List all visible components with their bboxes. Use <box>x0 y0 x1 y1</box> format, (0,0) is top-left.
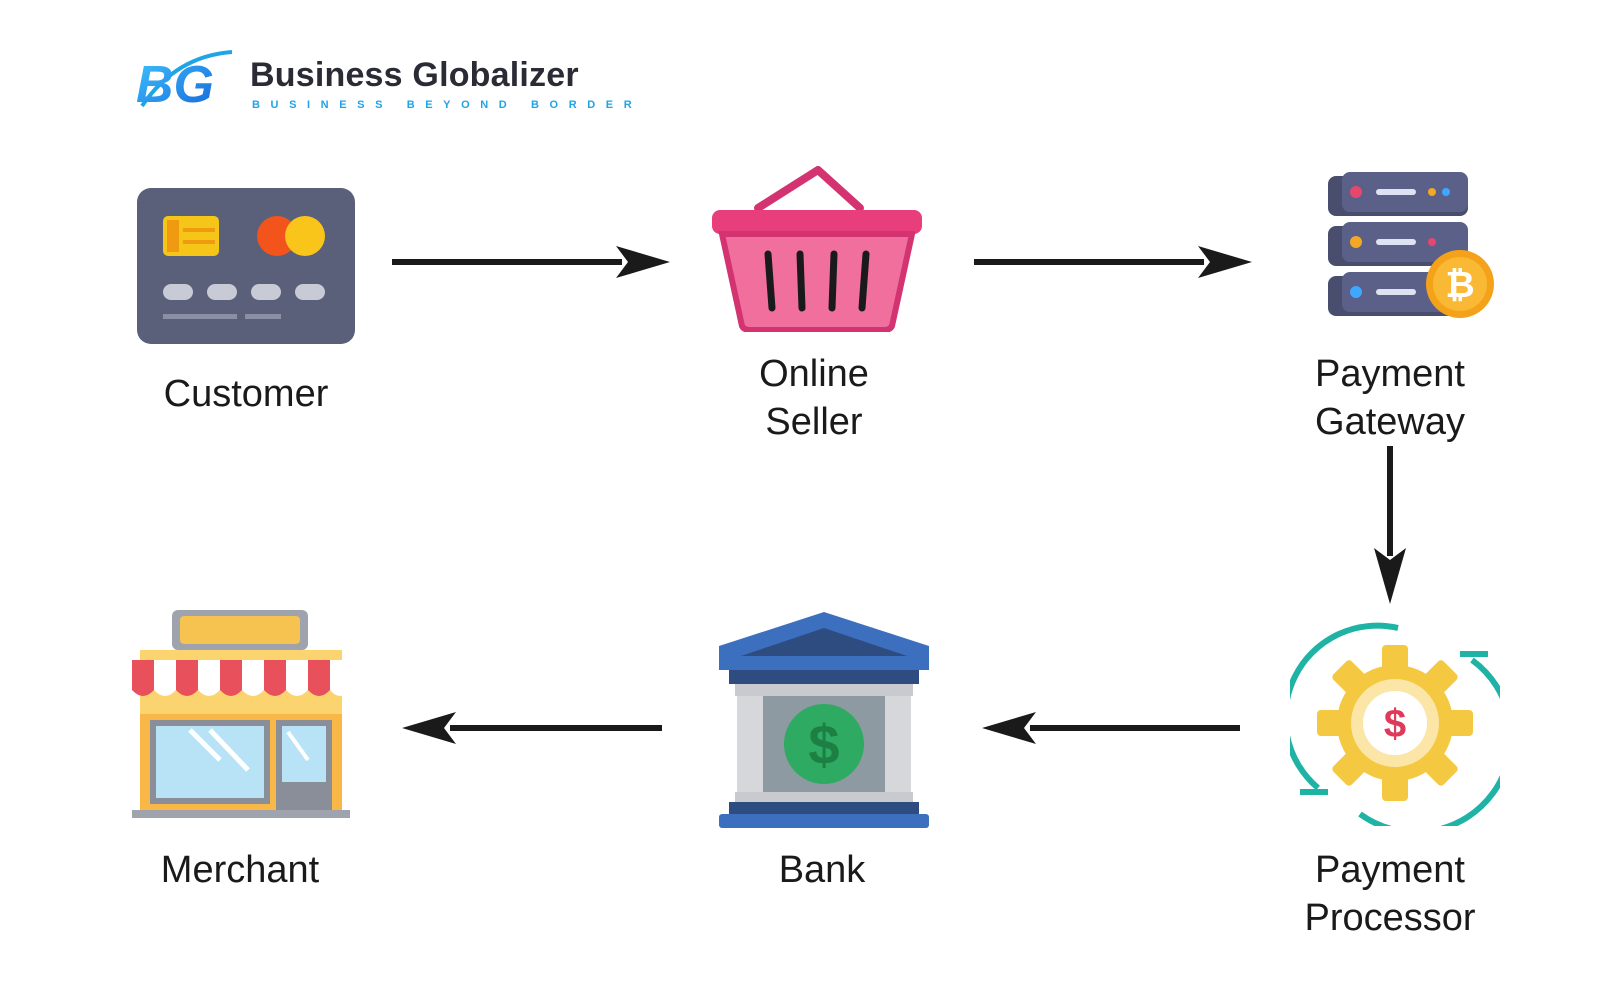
credit-card-icon <box>137 188 355 344</box>
svg-text:₿: ₿ <box>1445 264 1474 305</box>
brand-tagline: BUSINESS BEYOND BORDER <box>252 99 643 111</box>
gear-dollar-icon: $ <box>1290 622 1500 826</box>
shopping-basket-icon <box>712 166 922 332</box>
node-label-online-seller: Online Seller <box>759 353 869 443</box>
node-label-bank: Bank <box>778 849 866 891</box>
brand-logo: BG Business Globalizer BUSINESS BEYOND B… <box>136 46 632 118</box>
node-label-payment-processor: Payment Processor <box>1304 849 1476 939</box>
node-label-payment-gateway: Payment Gateway <box>1315 353 1465 443</box>
node-label-customer: Customer <box>163 373 329 415</box>
svg-text:BG: BG <box>136 56 214 114</box>
arrow-processor-to-bank <box>982 712 1240 744</box>
arrow-customer-to-seller <box>392 246 670 278</box>
svg-text:$: $ <box>808 713 839 776</box>
bank-building-icon: $ <box>719 612 929 828</box>
storefront-icon <box>132 610 350 818</box>
bg-logo-icon: BG <box>136 50 233 114</box>
arrow-bank-to-merchant <box>402 712 662 744</box>
svg-text:$: $ <box>1384 702 1406 746</box>
server-bitcoin-icon: ₿ <box>1328 172 1494 318</box>
arrow-seller-to-gateway <box>974 246 1252 278</box>
brand-name: Business Globalizer <box>250 56 579 94</box>
node-label-merchant: Merchant <box>160 849 320 891</box>
arrow-gateway-to-processor <box>1374 446 1406 604</box>
